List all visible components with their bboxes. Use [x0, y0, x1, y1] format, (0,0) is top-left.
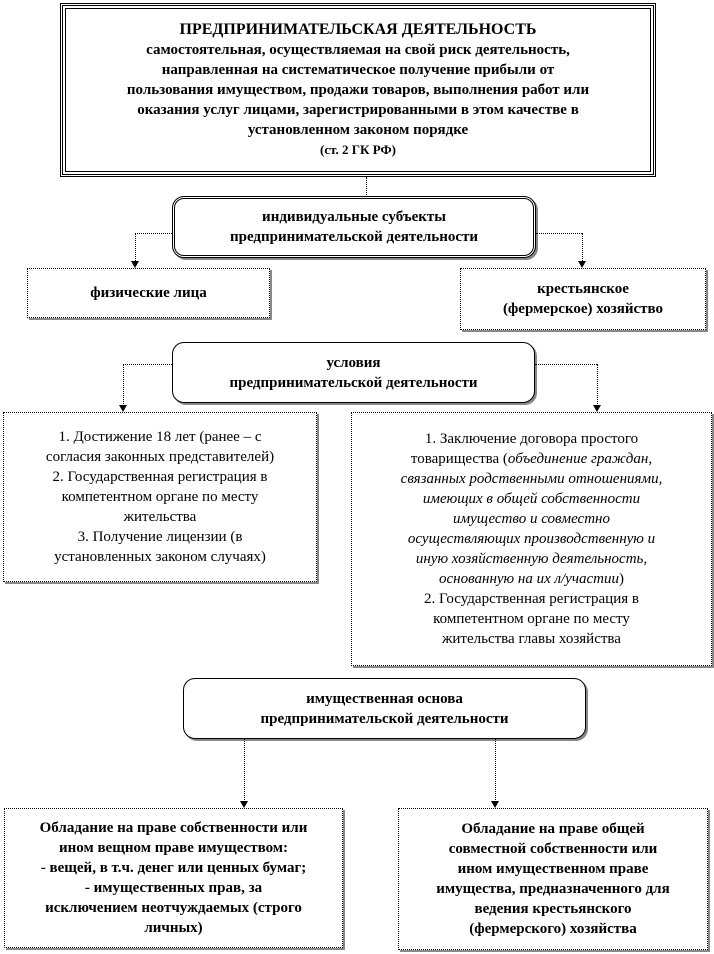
condition-line: компетентном органе по месту — [433, 611, 630, 627]
connector — [536, 233, 582, 234]
farm-label: крестьянское — [537, 281, 629, 297]
property-text-line: (фермерского) хозяйства — [469, 921, 637, 937]
condition-italic-line: имущество и совместно — [453, 511, 610, 527]
condition-line: 3. Получение лицензии (в — [77, 529, 243, 545]
arrow-down-icon — [131, 261, 139, 268]
property-text-line: исключением неотчуждаемых (строго — [45, 900, 302, 916]
subjects-line: индивидуальные субъекты — [262, 209, 446, 225]
definition-line: пользования имуществом, продажи товаров,… — [126, 82, 590, 98]
connector — [135, 233, 172, 234]
condition-italic-line: связанных родственными отношениями, — [400, 471, 663, 487]
definition-line: самостоятельная, осуществляемая на свой … — [146, 42, 570, 58]
condition-line: 2. Государственная регистрация в — [424, 591, 639, 607]
connector — [135, 233, 136, 263]
property-text-line: - вещей, в т.ч. денег или ценных бумаг; — [40, 860, 307, 876]
condition-line: 2. Государственная регистрация в — [52, 469, 268, 485]
arrow-down-icon — [119, 405, 127, 412]
property-text-line: имущества, предназначенного для — [436, 881, 670, 897]
definition-line: оказания услуг лицами, зарегистрированны… — [137, 102, 579, 118]
arrow-down-icon — [240, 801, 248, 808]
connector — [582, 233, 583, 263]
connector — [366, 177, 367, 197]
conditions-line: условия — [326, 354, 381, 371]
definition-title: ПРЕДПРИНИМАТЕЛЬСКАЯ ДЕЯТЕЛЬНОСТЬ — [179, 21, 537, 38]
definition-source: (ст. 2 ГК РФ) — [320, 142, 396, 157]
condition-text: товарищества ( — [410, 451, 508, 467]
condition-line: компетентном органе по месту — [61, 489, 259, 505]
condition-text: ) — [619, 571, 624, 587]
condition-line: жительства — [123, 509, 197, 525]
subjects-line: предпринимательской деятельности — [229, 229, 479, 245]
individuals-box: физические лица — [27, 268, 270, 318]
property-line: предпринимательской деятельности — [260, 710, 509, 727]
property-text-line: совместной собственности или — [448, 841, 658, 857]
condition-italic-text: объединение граждан, — [507, 451, 653, 467]
property-text-line: Обладание на праве собственности или — [39, 820, 308, 836]
connector — [123, 364, 124, 406]
property-text-line: личных) — [144, 920, 203, 936]
individuals-label: физические лица — [90, 285, 207, 301]
condition-italic-line: имеющих в общей собственности — [422, 491, 641, 507]
condition-italic-line: иную хозяйственную деятельность, — [415, 551, 648, 567]
connector — [123, 364, 172, 365]
definition-line: установленном законом порядке — [247, 122, 469, 138]
conditions-box: условия предпринимательской деятельности — [172, 342, 535, 403]
condition-italic-line: осуществляющих производственную и — [407, 531, 656, 547]
condition-line: 1. Заключение договора простого — [424, 431, 639, 447]
property-individuals-box: Обладание на праве собственности или ино… — [4, 808, 343, 948]
connector — [495, 739, 496, 802]
property-text-line: ведения крестьянского — [474, 901, 632, 917]
definition-line: направленная на систематическое получени… — [161, 62, 555, 78]
condition-line: жительства главы хозяйства — [442, 631, 621, 647]
condition-line: установленных законом случаях) — [54, 549, 266, 565]
conditions-farm-box: 1. Заключение договора простого товарище… — [351, 412, 712, 666]
arrow-down-icon — [578, 261, 586, 268]
condition-line: 1. Достижение 18 лет (ранее – с — [58, 429, 262, 445]
condition-italic-text: основанную на их л/участии — [439, 571, 619, 587]
farm-label: (фермерское) хозяйство — [502, 301, 664, 317]
condition-line: товарищества (объединение граждан, — [411, 449, 652, 469]
connector — [244, 739, 245, 802]
connector — [535, 364, 597, 365]
property-text-line: - имущественных прав, за — [84, 880, 263, 896]
condition-line: основанную на их л/участии) — [439, 569, 624, 589]
arrow-down-icon — [593, 405, 601, 412]
property-text-line: Обладание на праве общей — [461, 821, 645, 837]
conditions-line: предпринимательской деятельности — [229, 374, 478, 391]
property-line: имущественная основа — [306, 690, 463, 707]
connector — [597, 364, 598, 406]
property-box: имущественная основа предпринимательской… — [183, 678, 586, 739]
property-text-line: ином вещном праве имуществом: — [58, 840, 289, 856]
definition-box: ПРЕДПРИНИМАТЕЛЬСКАЯ ДЕЯТЕЛЬНОСТЬ самосто… — [60, 3, 656, 177]
farm-box: крестьянское (фермерское) хозяйство — [460, 268, 706, 330]
condition-line: согласия законных представителей) — [45, 449, 275, 465]
property-text-line: ином имущественном праве — [457, 861, 649, 877]
property-farm-box: Обладание на праве общей совместной собс… — [398, 808, 708, 950]
conditions-individuals-box: 1. Достижение 18 лет (ранее – с согласия… — [3, 412, 317, 582]
subjects-box: индивидуальные субъекты предпринимательс… — [172, 196, 536, 258]
arrow-down-icon — [491, 801, 499, 808]
